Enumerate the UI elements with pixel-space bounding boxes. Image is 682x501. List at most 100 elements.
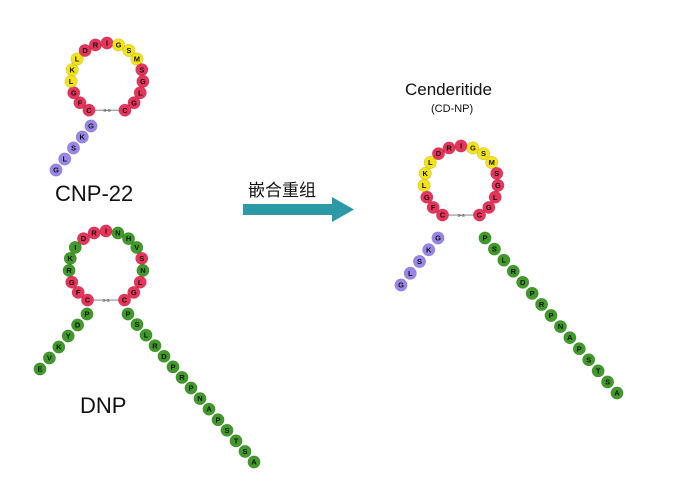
ring-residue: L — [64, 74, 78, 88]
ring-residue: S — [135, 63, 149, 77]
c-tail-residue: L — [139, 328, 153, 342]
residue-bead — [121, 307, 135, 321]
residue-letter: R — [446, 144, 452, 153]
residue-bead — [118, 293, 132, 307]
residue-bead — [184, 381, 198, 395]
residue-letter: N — [558, 322, 563, 331]
residue-bead — [76, 232, 90, 246]
residue-bead — [572, 342, 586, 356]
cnp22-label: CNP-22 — [55, 181, 134, 206]
residue-letter: M — [489, 158, 495, 167]
residue-bead — [485, 155, 499, 169]
residue-letter: C — [122, 106, 128, 115]
ring-residue: F — [71, 285, 85, 299]
n-tail-residue: G — [431, 231, 445, 245]
c-tail-residue: D — [157, 349, 171, 363]
c-tail-residue: P — [211, 413, 225, 427]
residue-letter: V — [47, 354, 52, 363]
residue-bead — [133, 86, 147, 100]
ring-residue: S — [490, 166, 504, 180]
residue-letter: D — [161, 352, 167, 361]
ring-residue: L — [70, 52, 84, 66]
residue-bead — [68, 240, 82, 254]
residue-letter: G — [398, 281, 404, 290]
residue-letter: P — [215, 415, 220, 424]
residue-letter: I — [460, 142, 462, 151]
ring-residue: M — [130, 52, 144, 66]
residue-letter: G — [140, 77, 146, 86]
ring-residue: R — [62, 263, 76, 277]
residue-letter: L — [62, 155, 67, 164]
residue-bead — [82, 103, 96, 117]
ring-residue: K — [65, 63, 79, 77]
residue-bead — [506, 264, 520, 278]
c-tail-residue: R — [175, 370, 189, 384]
residue-letter: G — [116, 41, 122, 50]
residue-bead — [516, 275, 530, 289]
residue-letter: K — [70, 65, 76, 74]
residue-bead — [58, 152, 72, 166]
residue-bead — [127, 96, 141, 110]
residue-bead — [130, 318, 144, 332]
residue-bead — [211, 413, 225, 427]
ring-residue: G — [491, 178, 505, 192]
residue-letter: P — [170, 362, 175, 371]
residue-bead — [418, 166, 432, 180]
residue-letter: R — [91, 229, 97, 238]
ring-residue: D — [431, 147, 445, 161]
c-tail-residue: A — [202, 402, 216, 416]
residue-bead — [166, 360, 180, 374]
residue-letter: P — [84, 310, 89, 319]
c-tail-residue: S — [582, 353, 596, 367]
residue-bead — [70, 52, 84, 66]
residue-letter: D — [82, 46, 88, 55]
ring-residue: R — [88, 38, 102, 52]
ring-residue: K — [418, 166, 432, 180]
residue-bead — [84, 119, 98, 133]
residue-bead — [610, 386, 624, 400]
ring-residue: C — [118, 103, 132, 117]
residue-letter: S — [126, 46, 131, 55]
ring-residue: L — [488, 190, 502, 204]
residue-letter: L — [138, 88, 143, 97]
residue-letter: S — [494, 169, 499, 178]
cenderitide-subtitle: (CD-NP) — [431, 103, 474, 115]
residue-bead — [122, 43, 136, 57]
n-tail-residue: L — [58, 152, 72, 166]
residue-letter: H — [126, 234, 131, 243]
residue-letter: L — [422, 181, 427, 190]
c-tail-residue: R — [535, 297, 549, 311]
residue-letter: T — [234, 436, 239, 445]
residue-bead — [63, 251, 77, 265]
residue-letter: M — [134, 55, 140, 64]
residue-bead — [544, 308, 558, 322]
residue-letter: R — [93, 41, 99, 50]
c-tail-residue: S — [487, 242, 501, 256]
ring-residue: G — [420, 190, 434, 204]
residue-bead — [601, 375, 615, 389]
residue-bead — [122, 232, 136, 246]
residue-letter: I — [105, 227, 107, 236]
residue-bead — [472, 208, 486, 222]
residue-letter: G — [53, 166, 59, 175]
residue-letter: G — [470, 144, 476, 153]
c-tail-residue: R — [148, 339, 162, 353]
residue-letter: G — [88, 122, 94, 131]
c-tail-residue: N — [553, 320, 567, 334]
residue-letter: K — [423, 169, 429, 178]
residue-letter: L — [144, 331, 149, 340]
cenderitide-title: Cenderitide — [405, 80, 492, 99]
residue-letter: S — [586, 355, 591, 364]
ring-residue: G — [136, 74, 150, 88]
c-tail-residue: P — [478, 231, 492, 245]
ring-residue: R — [87, 226, 101, 240]
ring-residue: D — [76, 232, 90, 246]
disulfide-label: s-s — [457, 213, 465, 219]
ring-residue: S — [135, 251, 149, 265]
residue-bead — [67, 141, 81, 155]
ring-residue: S — [477, 147, 491, 161]
residue-bead — [78, 43, 92, 57]
ring-residue: G — [65, 275, 79, 289]
residue-letter: F — [78, 98, 83, 107]
